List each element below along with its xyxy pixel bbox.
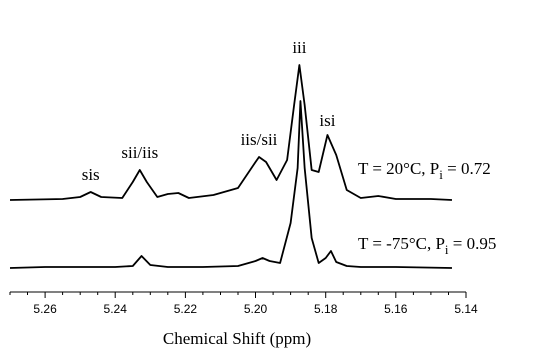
condition-label-1: T = 20°C, Pi = 0.72 bbox=[358, 159, 491, 182]
x-tick-label: 5.22 bbox=[174, 302, 198, 316]
x-tick-label: 5.26 bbox=[33, 302, 57, 316]
spectra-group bbox=[9, 64, 453, 269]
condition-labels-group: T = 20°C, Pi = 0.72 T = -75°C, Pi = 0.95 bbox=[358, 159, 496, 257]
x-tick-label: 5.20 bbox=[244, 302, 268, 316]
spectrum-trace-1 bbox=[9, 64, 453, 201]
peak-label: iis/sii bbox=[241, 130, 278, 149]
peak-label: iii bbox=[292, 38, 306, 57]
x-axis-label: Chemical Shift (ppm) bbox=[163, 329, 311, 348]
x-tick-label: 5.16 bbox=[384, 302, 408, 316]
x-tick-label: 5.24 bbox=[104, 302, 128, 316]
peak-label: sis bbox=[82, 165, 100, 184]
x-axis: 5.26 5.24 5.22 5.20 5.18 5.16 5.14 bbox=[9, 291, 478, 316]
x-tick-label: 5.18 bbox=[314, 302, 338, 316]
peak-label: isi bbox=[319, 111, 335, 130]
peak-label: sii/iis bbox=[121, 143, 158, 162]
x-tick-label: 5.14 bbox=[454, 302, 478, 316]
spectrum-trace-2 bbox=[9, 100, 452, 269]
peak-labels-group: sis sii/iis iis/sii iii isi bbox=[82, 38, 336, 184]
condition-label-2: T = -75°C, Pi = 0.95 bbox=[358, 234, 496, 257]
